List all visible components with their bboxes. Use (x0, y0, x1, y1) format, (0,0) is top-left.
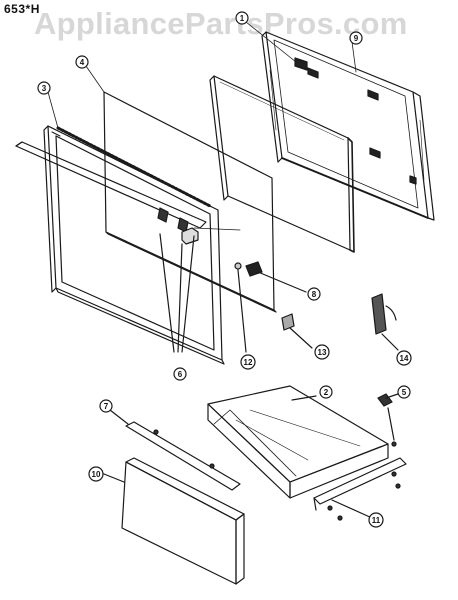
svg-text:13: 13 (318, 348, 327, 357)
svg-text:1: 1 (240, 14, 245, 23)
callout-4: 4 (75, 55, 104, 92)
callout-1: 1 (235, 11, 296, 62)
svg-text:4: 4 (80, 58, 85, 67)
callout-13: 13 (314, 344, 330, 360)
drawer-body (208, 386, 388, 498)
callout-14: 14 (396, 350, 412, 366)
handle-brackets (160, 228, 198, 352)
callout-10: 10 (88, 466, 104, 482)
svg-text:6: 6 (178, 370, 183, 379)
screw-12 (234, 262, 246, 352)
drawer-front-bracket (110, 410, 240, 490)
callout-3: 3 (37, 81, 58, 128)
outer-door-frame (44, 126, 224, 364)
model-number: 653*H (4, 2, 40, 16)
svg-text:7: 7 (104, 402, 109, 411)
svg-text:3: 3 (42, 84, 47, 93)
svg-text:5: 5 (402, 388, 407, 397)
hinge-bracket (246, 262, 306, 292)
door-handle (16, 142, 206, 232)
svg-text:2: 2 (324, 388, 329, 397)
drawer-front-panel (104, 458, 244, 584)
callout-7: 7 (99, 399, 113, 413)
callout-6: 6 (173, 367, 187, 381)
watermark-text: AppliancePartsPros.com (34, 6, 408, 41)
callout-11: 11 (368, 512, 384, 528)
callout-5: 5 (397, 385, 411, 399)
svg-text:8: 8 (312, 290, 317, 299)
svg-text:10: 10 (92, 470, 101, 479)
callout-2: 2 (319, 385, 333, 399)
svg-text:9: 9 (354, 34, 359, 43)
drawer-rail (314, 458, 406, 521)
latch-assembly (372, 294, 398, 350)
callout-8: 8 (307, 287, 321, 301)
drawer-glide (378, 394, 398, 447)
svg-text:12: 12 (244, 358, 253, 367)
svg-text:14: 14 (400, 354, 409, 363)
clip-13 (282, 314, 312, 348)
door-liner-panel (210, 76, 354, 252)
svg-text:11: 11 (372, 516, 381, 525)
callout-12: 12 (240, 354, 256, 370)
inner-door-panel (262, 32, 434, 220)
callout-9: 9 (349, 31, 363, 72)
